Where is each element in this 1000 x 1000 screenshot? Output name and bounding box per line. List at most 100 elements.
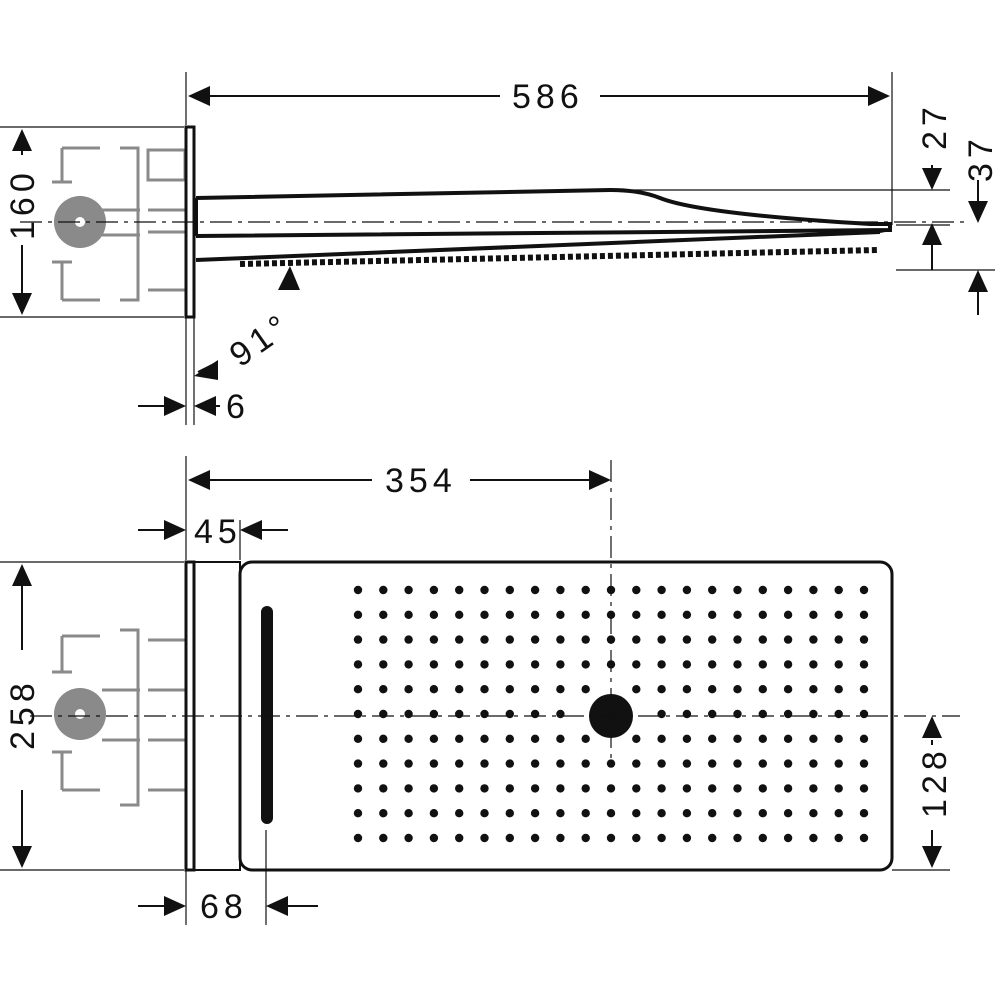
nozzle-dot bbox=[606, 784, 616, 793]
nozzle-dot bbox=[783, 585, 793, 595]
nozzle-dot bbox=[379, 759, 388, 768]
nozzle-dot bbox=[783, 734, 793, 743]
nozzle-dot bbox=[379, 784, 388, 793]
nozzle-dot bbox=[733, 784, 742, 793]
nozzle-dot bbox=[429, 734, 439, 743]
nozzle-dot bbox=[809, 709, 818, 719]
nozzle-dot bbox=[480, 833, 489, 843]
nozzle-dot bbox=[682, 759, 692, 768]
nozzle-dot bbox=[480, 635, 489, 644]
nozzle-dot bbox=[708, 685, 717, 694]
nozzle-dot bbox=[480, 610, 489, 619]
nozzle-dot bbox=[505, 685, 514, 694]
nozzle-dot bbox=[606, 759, 616, 768]
nozzle-dot bbox=[505, 809, 514, 818]
nozzle-dot bbox=[581, 660, 590, 669]
nozzle-dot bbox=[682, 585, 692, 595]
nozzle-dot bbox=[809, 660, 818, 669]
nozzle-dot bbox=[530, 685, 540, 694]
nozzle-dot bbox=[581, 635, 590, 644]
nozzle-dot bbox=[733, 610, 742, 619]
nozzle-dot bbox=[505, 734, 514, 743]
nozzle-dot bbox=[353, 734, 363, 743]
nozzle-dot bbox=[733, 709, 742, 719]
nozzle-dot bbox=[783, 660, 793, 669]
nozzle-dot bbox=[455, 585, 464, 595]
nozzle-dot bbox=[682, 660, 692, 669]
dim-586: 586 bbox=[512, 78, 584, 116]
nozzle-dot bbox=[480, 759, 489, 768]
dim-128: 128 bbox=[916, 746, 954, 818]
nozzle-dot bbox=[834, 759, 843, 768]
nozzle-dot bbox=[809, 635, 818, 644]
nozzle-dot bbox=[480, 709, 489, 719]
nozzle-dot bbox=[682, 635, 692, 644]
top-spray-slot bbox=[261, 606, 273, 824]
nozzle-dot bbox=[834, 709, 843, 719]
nozzle-dot bbox=[859, 734, 869, 743]
nozzle-dot bbox=[581, 833, 590, 843]
nozzle-dot bbox=[733, 585, 742, 595]
nozzle-dot bbox=[708, 833, 717, 843]
nozzle-dot bbox=[783, 635, 793, 644]
nozzle-dot bbox=[505, 784, 514, 793]
nozzle-dot bbox=[859, 685, 869, 694]
nozzle-dot bbox=[379, 833, 388, 843]
nozzle-dot bbox=[606, 635, 616, 644]
nozzle-dot bbox=[682, 610, 692, 619]
nozzle-dot bbox=[682, 833, 692, 843]
nozzle-dot bbox=[429, 635, 439, 644]
nozzle-dot bbox=[632, 734, 641, 743]
nozzle-dot bbox=[530, 610, 540, 619]
nozzle-dot bbox=[657, 759, 666, 768]
nozzle-dot bbox=[657, 833, 666, 843]
nozzle-dot bbox=[581, 759, 590, 768]
nozzle-dot bbox=[632, 784, 641, 793]
nozzle-dot bbox=[632, 833, 641, 843]
top-concealed-box bbox=[52, 628, 185, 807]
dim-27: 27 bbox=[916, 102, 954, 150]
nozzle-dot bbox=[530, 784, 540, 793]
nozzle-dot bbox=[480, 660, 489, 669]
nozzle-dot bbox=[353, 610, 363, 619]
side-concealed-box bbox=[52, 146, 187, 302]
nozzle-dot bbox=[404, 784, 413, 793]
nozzle-dot bbox=[379, 635, 388, 644]
nozzle-dot bbox=[708, 759, 717, 768]
nozzle-dot bbox=[404, 585, 413, 595]
nozzle-dot bbox=[657, 784, 666, 793]
nozzle-dot bbox=[556, 610, 565, 619]
nozzle-dot bbox=[809, 784, 818, 793]
nozzle-dot bbox=[353, 585, 363, 595]
nozzle-dot bbox=[379, 585, 388, 595]
top-nozzle-grid bbox=[353, 585, 869, 843]
nozzle-dot bbox=[758, 585, 767, 595]
nozzle-dot bbox=[353, 635, 363, 644]
nozzle-dot bbox=[429, 833, 439, 843]
nozzle-dot bbox=[783, 709, 793, 719]
nozzle-dot bbox=[783, 685, 793, 694]
nozzle-dot bbox=[733, 833, 742, 843]
nozzle-dot bbox=[809, 833, 818, 843]
nozzle-dot bbox=[480, 685, 489, 694]
nozzle-dot bbox=[758, 809, 767, 818]
nozzle-dot bbox=[556, 635, 565, 644]
nozzle-dot bbox=[530, 585, 540, 595]
nozzle-dot bbox=[733, 660, 742, 669]
nozzle-dot bbox=[505, 660, 514, 669]
nozzle-dot bbox=[404, 809, 413, 818]
dim-258: 258 bbox=[4, 678, 42, 750]
dim-37: 37 bbox=[962, 134, 1000, 182]
nozzle-dot bbox=[809, 610, 818, 619]
nozzle-dot bbox=[657, 585, 666, 595]
nozzle-dot bbox=[404, 759, 413, 768]
nozzle-dot bbox=[404, 635, 413, 644]
nozzle-dot bbox=[556, 809, 565, 818]
nozzle-dot bbox=[353, 709, 363, 719]
nozzle-dot bbox=[682, 809, 692, 818]
nozzle-dot bbox=[682, 709, 692, 719]
nozzle-dot bbox=[834, 610, 843, 619]
nozzle-dot bbox=[505, 610, 514, 619]
nozzle-dot bbox=[530, 635, 540, 644]
